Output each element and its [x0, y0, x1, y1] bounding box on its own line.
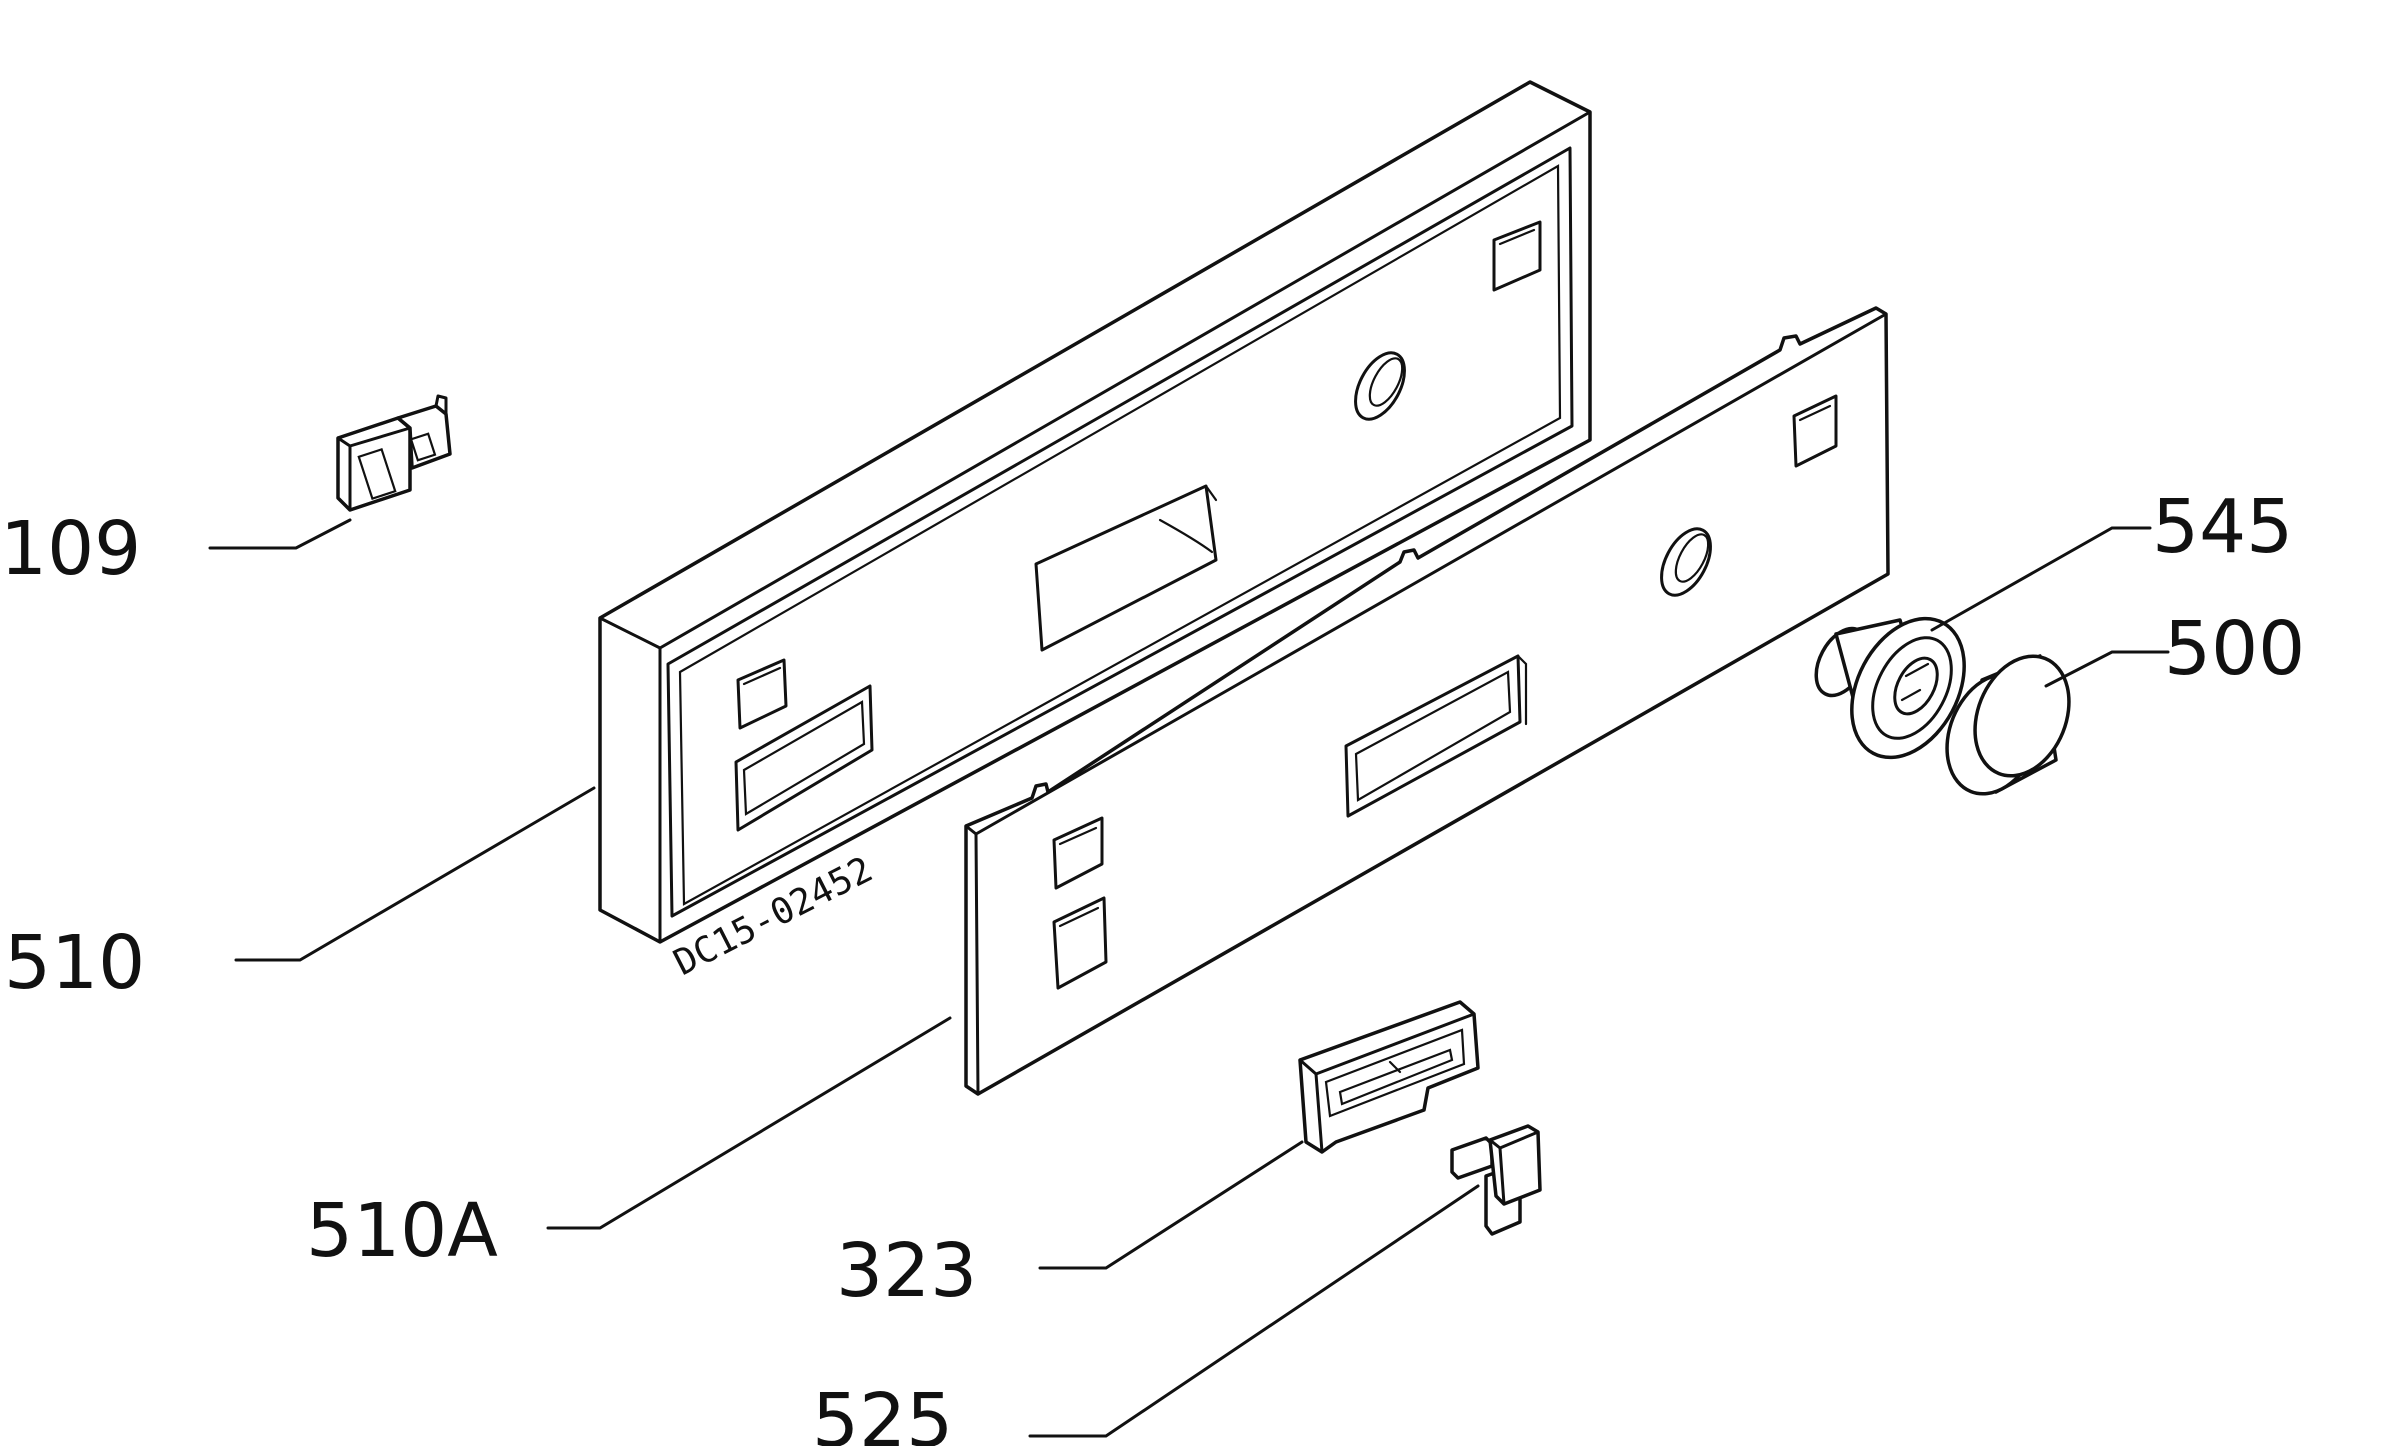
leader-545: [1930, 526, 2152, 632]
leader-525: [1028, 1184, 1480, 1438]
label-545: 545: [2152, 484, 2293, 570]
label-109: 109: [0, 506, 141, 592]
leader-lines: [208, 518, 2170, 1438]
label-500: 500: [2164, 606, 2305, 692]
leader-510A: [546, 1016, 952, 1230]
knob-cap-part: [1945, 654, 2071, 796]
part-labels: 109 510 510A 545 500 323 525: [0, 484, 2305, 1446]
label-323: 323: [836, 1228, 977, 1314]
knob-shaft-part: [1814, 616, 1966, 760]
leader-500: [2044, 650, 2170, 688]
label-525: 525: [812, 1378, 953, 1446]
leader-510: [234, 786, 596, 962]
leader-109: [208, 518, 352, 550]
bracket-part: [336, 394, 452, 512]
leader-323: [1038, 1140, 1304, 1270]
button-frame-part: [1298, 1000, 1480, 1154]
label-510A: 510A: [306, 1188, 498, 1274]
push-button-part: [1450, 1124, 1542, 1236]
front-plate-part: [964, 306, 1890, 1096]
label-510: 510: [4, 920, 145, 1006]
